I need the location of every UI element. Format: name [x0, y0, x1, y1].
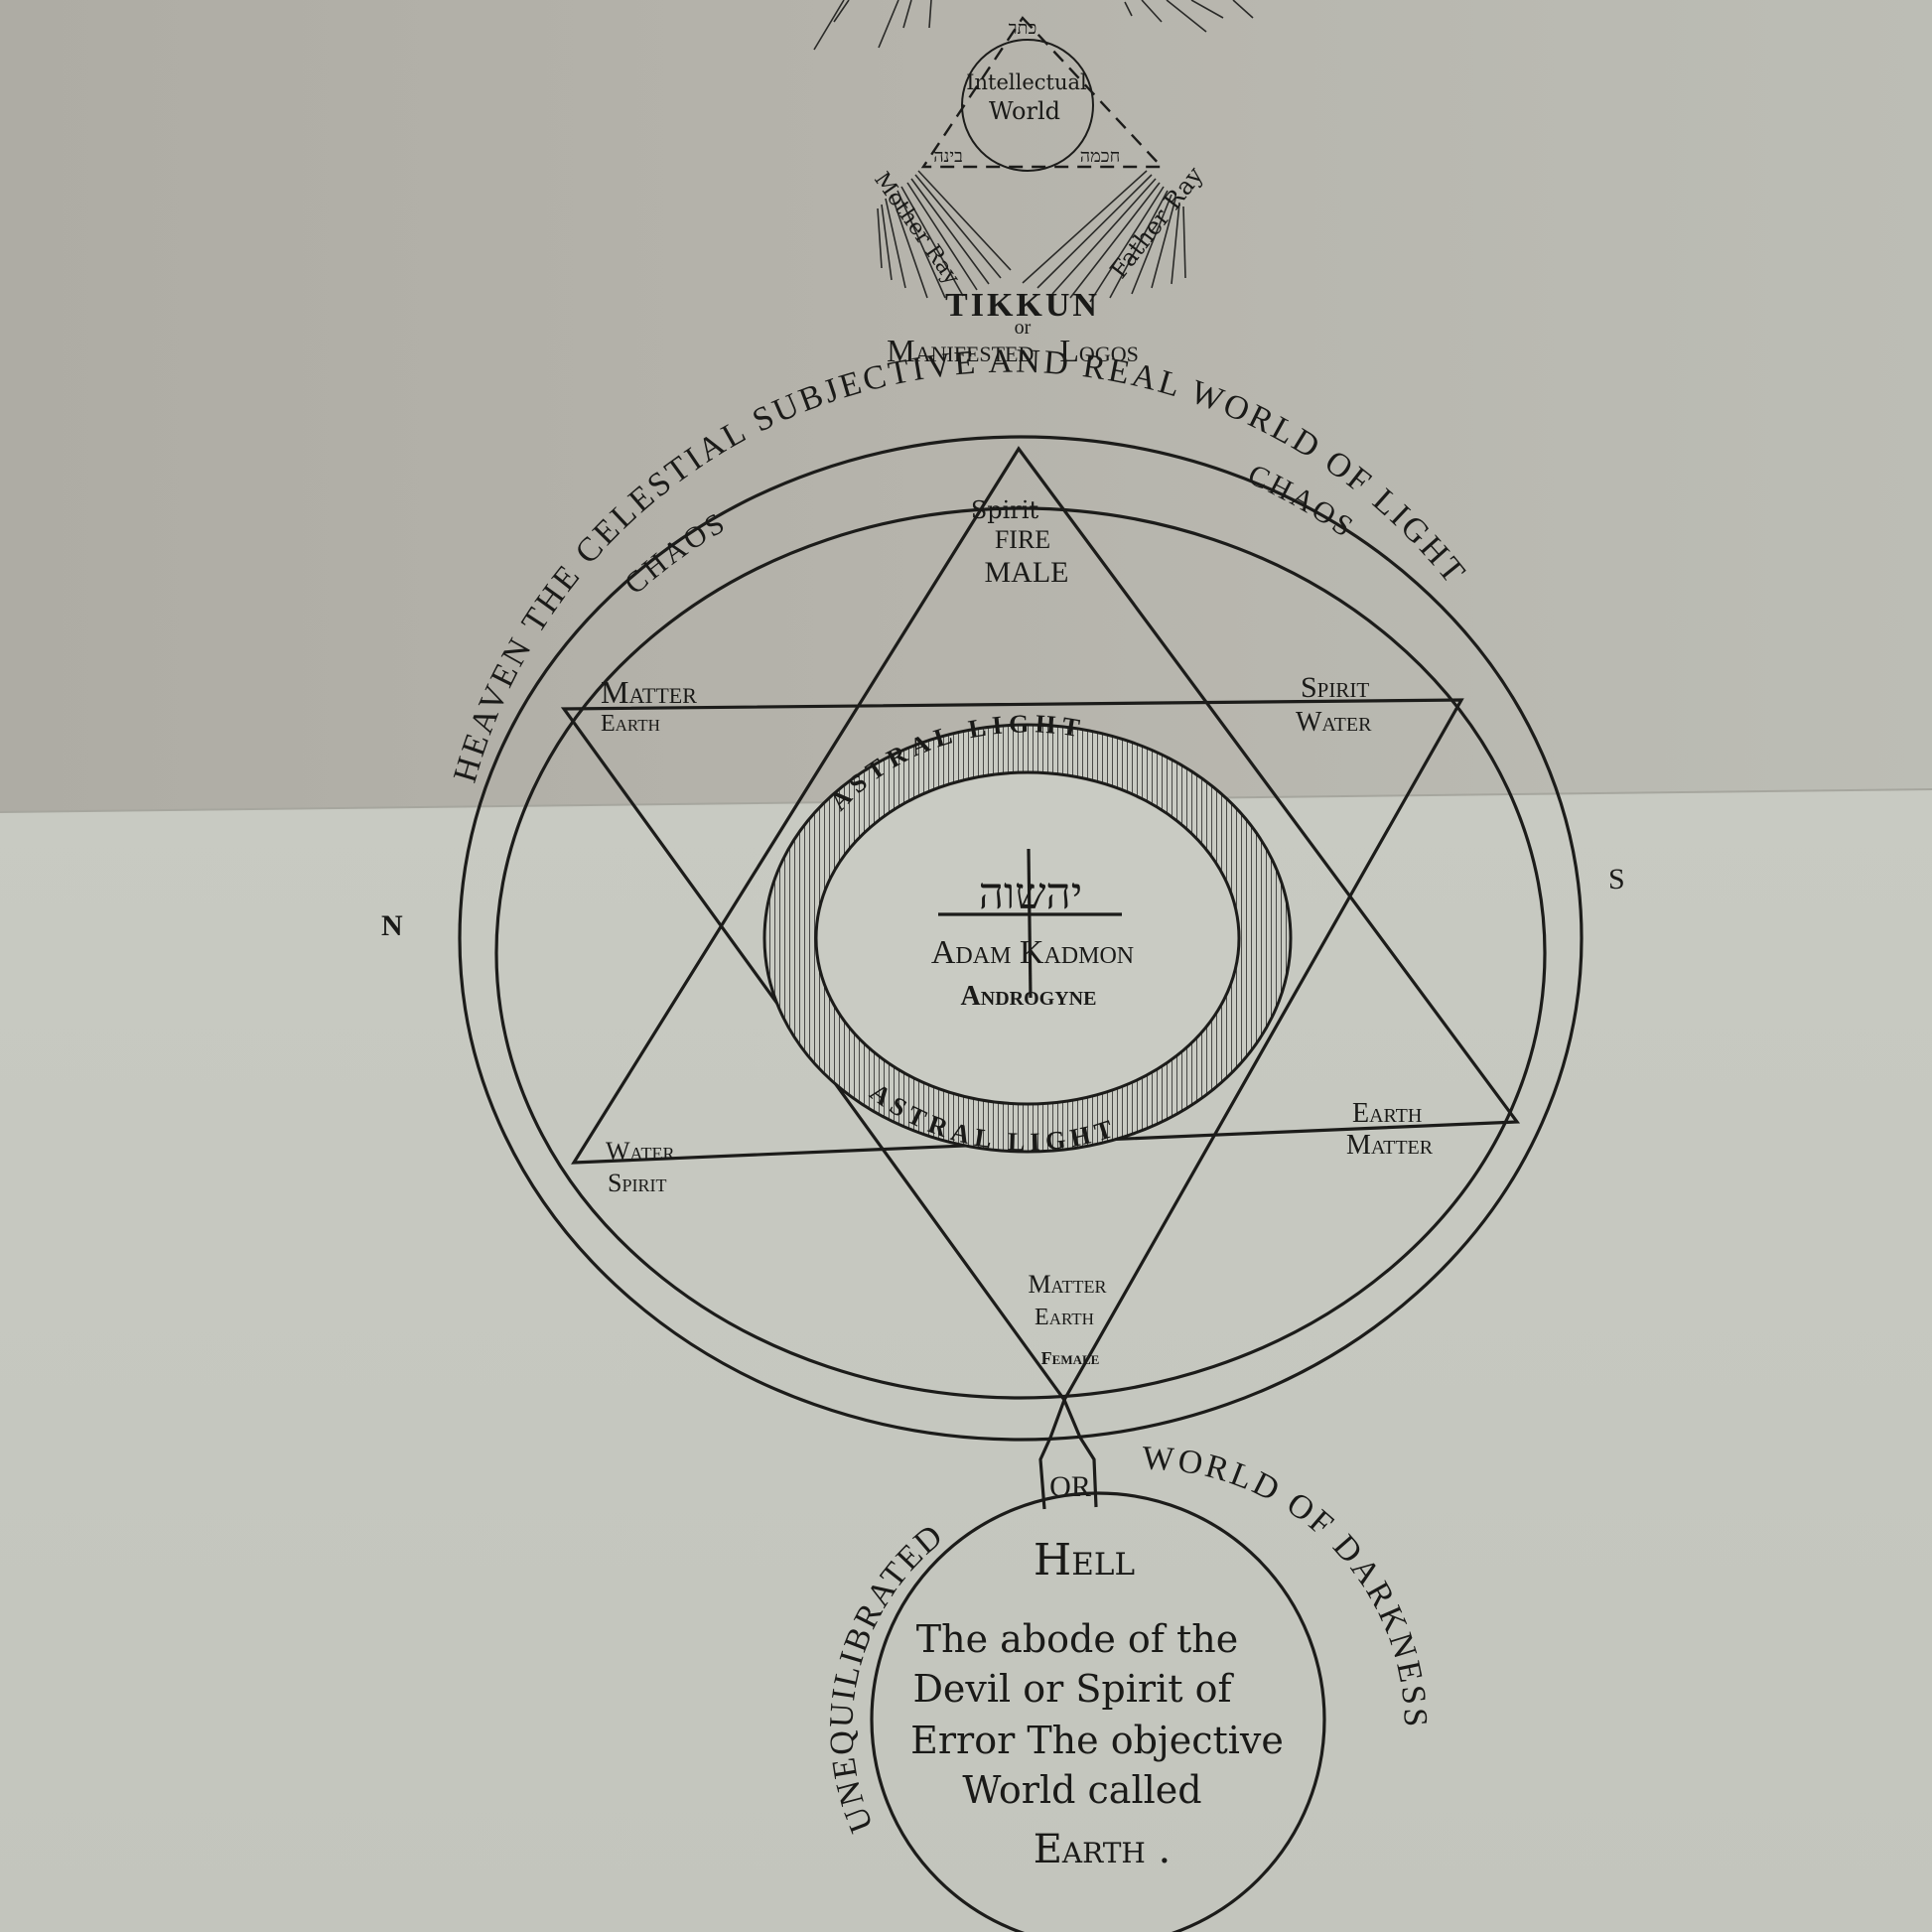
- pentagrammaton-hebrew: יהשוה: [979, 870, 1083, 918]
- label-lower-left-vertex: Water Spirit: [606, 1137, 675, 1197]
- svg-text:Matter: Matter: [601, 674, 697, 710]
- hell-body-line1: The abode of the: [916, 1617, 1238, 1661]
- outer-circle: [458, 435, 1584, 1442]
- tikkun-or: or: [1015, 317, 1032, 339]
- svg-text:Earth: Earth: [1035, 1305, 1094, 1330]
- hell-body-line4: World called: [962, 1768, 1201, 1812]
- tikkun-heading: TIKKUN: [945, 287, 1100, 324]
- center-vertical-line: [1027, 848, 1033, 999]
- svg-text:Earth: Earth: [1352, 1098, 1422, 1129]
- tikkun-title: TIKKUN or Manifested Logos: [887, 287, 1139, 368]
- inner-circle: [494, 506, 1547, 1400]
- compass-south: S: [1608, 863, 1625, 896]
- vertex-labels: Spirit FIRE MALE Matter Earth Spirit Wat…: [601, 496, 1434, 1368]
- paper-upper-folded: [0, 0, 1932, 812]
- or-connector: OR: [1038, 1399, 1098, 1510]
- svg-text:Spirit: Spirit: [971, 496, 1039, 524]
- androgyne-label: Androgyne: [961, 981, 1097, 1012]
- astral-light-ring: ASTRAL LIGHT ASTRAL LIGHT: [762, 709, 1293, 1157]
- svg-text:MALE: MALE: [985, 556, 1069, 589]
- binah-hebrew: בינה: [933, 146, 963, 166]
- svg-text:Earth: Earth: [601, 711, 660, 737]
- world-label: World: [989, 97, 1060, 125]
- compass-north: N: [381, 909, 403, 942]
- hell-body-line3: Error The objective: [910, 1719, 1284, 1762]
- svg-text:Female: Female: [1041, 1348, 1100, 1368]
- svg-text:Water: Water: [1296, 707, 1372, 738]
- intellectual-world-circle: [961, 39, 1094, 172]
- label-upper-right-vertex: Spirit Water: [1296, 671, 1372, 738]
- hell-circle: [870, 1491, 1326, 1932]
- manifested-logos: Manifested Logos: [887, 333, 1139, 368]
- svg-text:FIRE: FIRE: [995, 525, 1050, 554]
- svg-text:Spirit: Spirit: [1301, 671, 1369, 704]
- adam-kadmon-label: Adam Kadmon: [931, 934, 1134, 971]
- label-lower-right-vertex: Earth Matter: [1346, 1098, 1434, 1161]
- hell-body-line5: Earth .: [1034, 1827, 1172, 1872]
- keter-hebrew: כתר: [1009, 18, 1037, 38]
- adam-kadmon-center: יהשוה Adam Kadmon Androgyne: [931, 848, 1134, 1012]
- svg-text:Matter: Matter: [1028, 1270, 1106, 1299]
- svg-text:Spirit: Spirit: [608, 1169, 666, 1197]
- hell-body-line2: Devil or Spirit of: [912, 1667, 1234, 1711]
- label-upper-left-vertex: Matter Earth: [601, 674, 697, 737]
- hell-title: Hell: [1034, 1535, 1135, 1586]
- label-top-vertex: Spirit FIRE MALE: [971, 496, 1069, 589]
- top-rays: [813, 0, 1254, 51]
- svg-text:Water: Water: [606, 1137, 675, 1166]
- svg-text:Matter: Matter: [1346, 1130, 1434, 1161]
- chokmah-hebrew: חכמה: [1080, 146, 1120, 166]
- intellectual-label: Intellectual: [966, 70, 1087, 94]
- label-bottom-vertex: Matter Earth Female: [1028, 1270, 1106, 1368]
- supernal-triad: כתר Intellectual World בינה חכמה: [920, 16, 1165, 172]
